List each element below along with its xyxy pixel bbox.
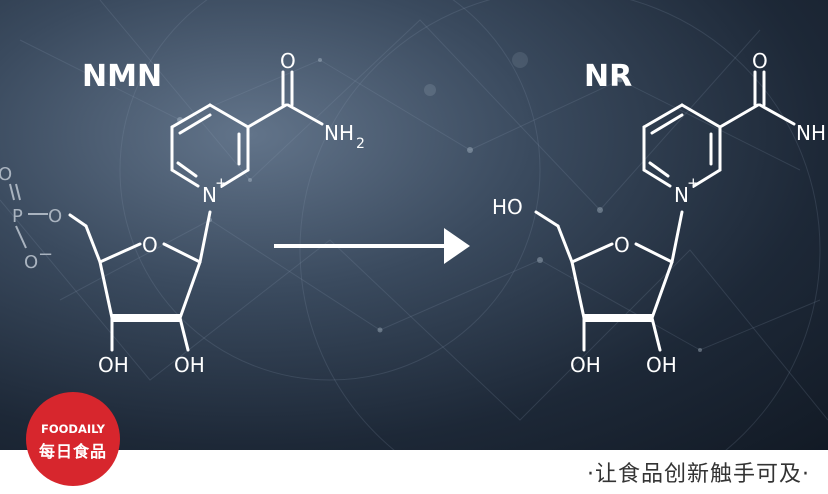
nmn-hydroxyl-left: OH <box>98 353 129 377</box>
phosphate-oxygen-top: O <box>0 164 12 185</box>
network-nodes <box>177 52 702 352</box>
nmn-pyridinium-ring <box>170 103 250 188</box>
nr-ring-nitrogen: N <box>674 183 689 207</box>
nr-ribose-ring <box>534 210 684 352</box>
nmn-phosphate-group: O P O O − <box>0 164 62 273</box>
nr-amine-label: NH <box>796 121 826 145</box>
phosphate-atom: P <box>12 206 23 227</box>
nmn-structure: N + O NH 2 <box>0 49 365 377</box>
nr-pyridinium-ring <box>642 103 722 188</box>
phosphate-oxygen-bottom: O <box>24 252 38 273</box>
slogan-text: ·让食品创新触手可及· <box>587 462 810 487</box>
phosphate-charge: − <box>38 244 53 265</box>
nr-hydroxyl-right: OH <box>646 353 677 377</box>
nr-carbonyl-oxygen: O <box>752 49 768 73</box>
reaction-diagram: NMN N + O NH <box>0 0 828 450</box>
nmn-nitrogen-charge: + <box>215 174 228 192</box>
nmn-ring-nitrogen: N <box>202 183 217 207</box>
nmn-amine-label: NH <box>324 121 354 145</box>
diagram-canvas: NMN N + O NH <box>0 0 828 450</box>
nmn-hydroxyl-right: OH <box>174 353 205 377</box>
foodaily-logo: FOODAILY 每日食品 <box>26 392 120 486</box>
nr-structure: N + O NH O HO <box>492 49 826 377</box>
nr-hydroxymethyl-label: HO <box>492 195 523 219</box>
nmn-title: NMN <box>82 59 162 94</box>
nmn-ribose-oxygen: O <box>142 233 158 257</box>
nmn-amine-subscript: 2 <box>356 136 365 152</box>
logo-english-text: FOODAILY <box>41 422 105 436</box>
nr-hydroxyl-left: OH <box>570 353 601 377</box>
logo-chinese-text: 每日食品 <box>38 442 107 461</box>
nmn-amide-group <box>246 70 324 129</box>
nmn-ribose-ring <box>68 210 212 352</box>
reaction-arrow <box>274 228 470 264</box>
nr-nitrogen-charge: + <box>687 174 700 192</box>
nmn-carbonyl-oxygen: O <box>280 49 296 73</box>
nr-title: NR <box>584 59 632 94</box>
nr-amide-group <box>718 70 796 129</box>
footer-bar: ·让食品创新触手可及· <box>0 450 828 494</box>
nr-ribose-oxygen: O <box>614 233 630 257</box>
phosphate-ester-oxygen: O <box>48 206 62 227</box>
